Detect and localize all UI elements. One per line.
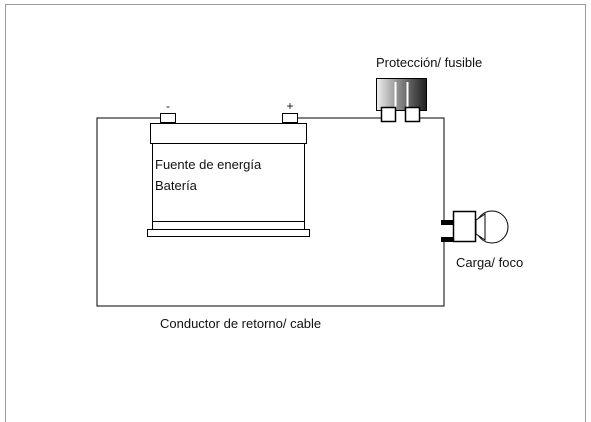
- bulb-socket: [452, 210, 477, 243]
- battery-label-line2: Batería: [155, 178, 198, 193]
- fuse-left-prong: [380, 106, 397, 123]
- load-label: Carga/ foco: [456, 255, 523, 270]
- outer-frame: [5, 4, 586, 422]
- bulb-pin-top: [441, 220, 454, 225]
- battery: [147, 113, 310, 237]
- bulb-neck: [475, 213, 486, 241]
- circuit-wire: [96, 117, 445, 307]
- battery-lid: [150, 123, 307, 144]
- battery-label-line1: Fuente de energía: [155, 157, 262, 172]
- battery-positive-terminal: [282, 113, 298, 123]
- battery-negative-terminal: [160, 113, 176, 123]
- battery-base: [147, 229, 310, 237]
- fuse-body: [376, 78, 427, 111]
- battery-band: [152, 221, 305, 230]
- battery-positive-sign: +: [286, 99, 293, 113]
- wire-fuse-to-load: [420, 117, 445, 222]
- load-bulb: [441, 210, 509, 244]
- fuse-right-prong: [404, 106, 421, 123]
- fuse: [376, 78, 427, 123]
- return-conductor-label: Conductor de retorno/ cable: [160, 316, 321, 331]
- battery-negative-sign: -: [166, 99, 170, 113]
- fuse-label: Protección/ fusible: [376, 55, 482, 70]
- bulb-pin-bottom: [441, 237, 454, 242]
